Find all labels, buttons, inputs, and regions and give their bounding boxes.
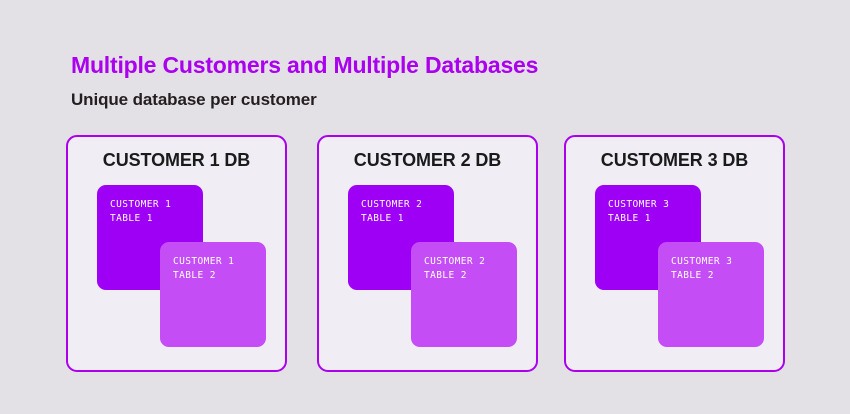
page-subtitle: Unique database per customer (71, 90, 317, 109)
table-box-label: CUSTOMER 3 TABLE 1 (608, 199, 670, 224)
database-card: CUSTOMER 3 DB CUSTOMER 3 TABLE 1 CUSTOME… (564, 135, 785, 372)
table-box-label: CUSTOMER 2 TABLE 2 (424, 256, 486, 281)
database-card-title: CUSTOMER 3 DB (600, 150, 749, 170)
database-card-title: CUSTOMER 2 DB (353, 150, 502, 170)
database-card: CUSTOMER 2 DB CUSTOMER 2 TABLE 1 CUSTOME… (317, 135, 538, 372)
page-title: Multiple Customers and Multiple Database… (71, 52, 539, 78)
database-card: CUSTOMER 1 DB CUSTOMER 1 TABLE 1 CUSTOME… (66, 135, 287, 372)
database-card-title: CUSTOMER 1 DB (102, 150, 251, 170)
table-box-label: CUSTOMER 1 TABLE 1 (110, 199, 172, 224)
table-box-label: CUSTOMER 1 TABLE 2 (173, 256, 235, 281)
table-box-label: CUSTOMER 3 TABLE 2 (671, 256, 733, 281)
table-box-label: CUSTOMER 2 TABLE 1 (361, 199, 423, 224)
table-box-back: CUSTOMER 1 TABLE 1 (97, 185, 203, 290)
table-box-front: CUSTOMER 1 TABLE 2 (160, 242, 266, 347)
table-box-front: CUSTOMER 3 TABLE 2 (658, 242, 764, 347)
table-box-front: CUSTOMER 2 TABLE 2 (411, 242, 517, 347)
